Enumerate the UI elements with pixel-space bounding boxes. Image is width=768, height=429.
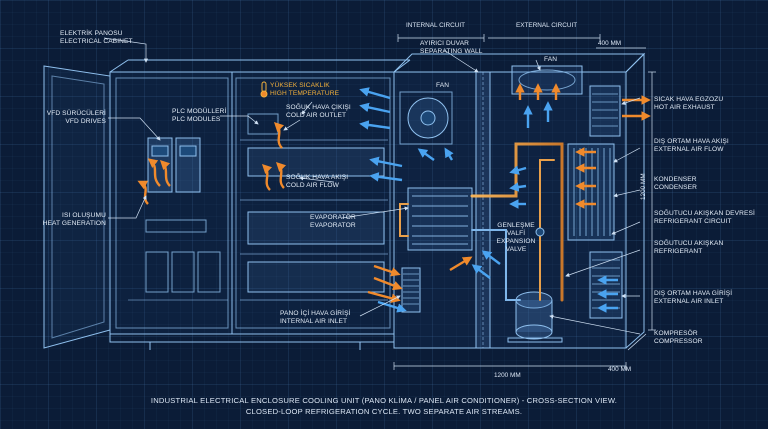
leader-lines (103, 37, 641, 335)
dim-width: 1200 MM (494, 372, 521, 379)
dim-external-circuit: EXTERNAL CIRCUIT (516, 22, 578, 29)
refrigerant-pipes (399, 142, 564, 302)
dimension-lines (393, 34, 656, 370)
cooling-unit (393, 52, 646, 349)
dim-depth-top: 400 MM (598, 40, 622, 47)
caption-line-2: CLOSED-LOOP REFRIGERATION CYCLE. TWO SEP… (245, 407, 523, 416)
dim-depth-bottom: 400 MM (608, 366, 632, 373)
dim-internal-circuit: INTERNAL CIRCUIT (406, 22, 466, 29)
caption-line-1: INDUSTRIAL ELECTRICAL ENCLOSURE COOLING … (150, 396, 618, 405)
thermometer-icon (260, 81, 268, 98)
label-fan-right: FAN (544, 56, 558, 63)
hot-air-arrows (137, 83, 651, 303)
electrical-cabinet (43, 59, 411, 350)
dim-height: 1200 MM (640, 173, 647, 200)
cold-air-arrows (359, 87, 618, 313)
label-fan-left: FAN (436, 82, 450, 89)
